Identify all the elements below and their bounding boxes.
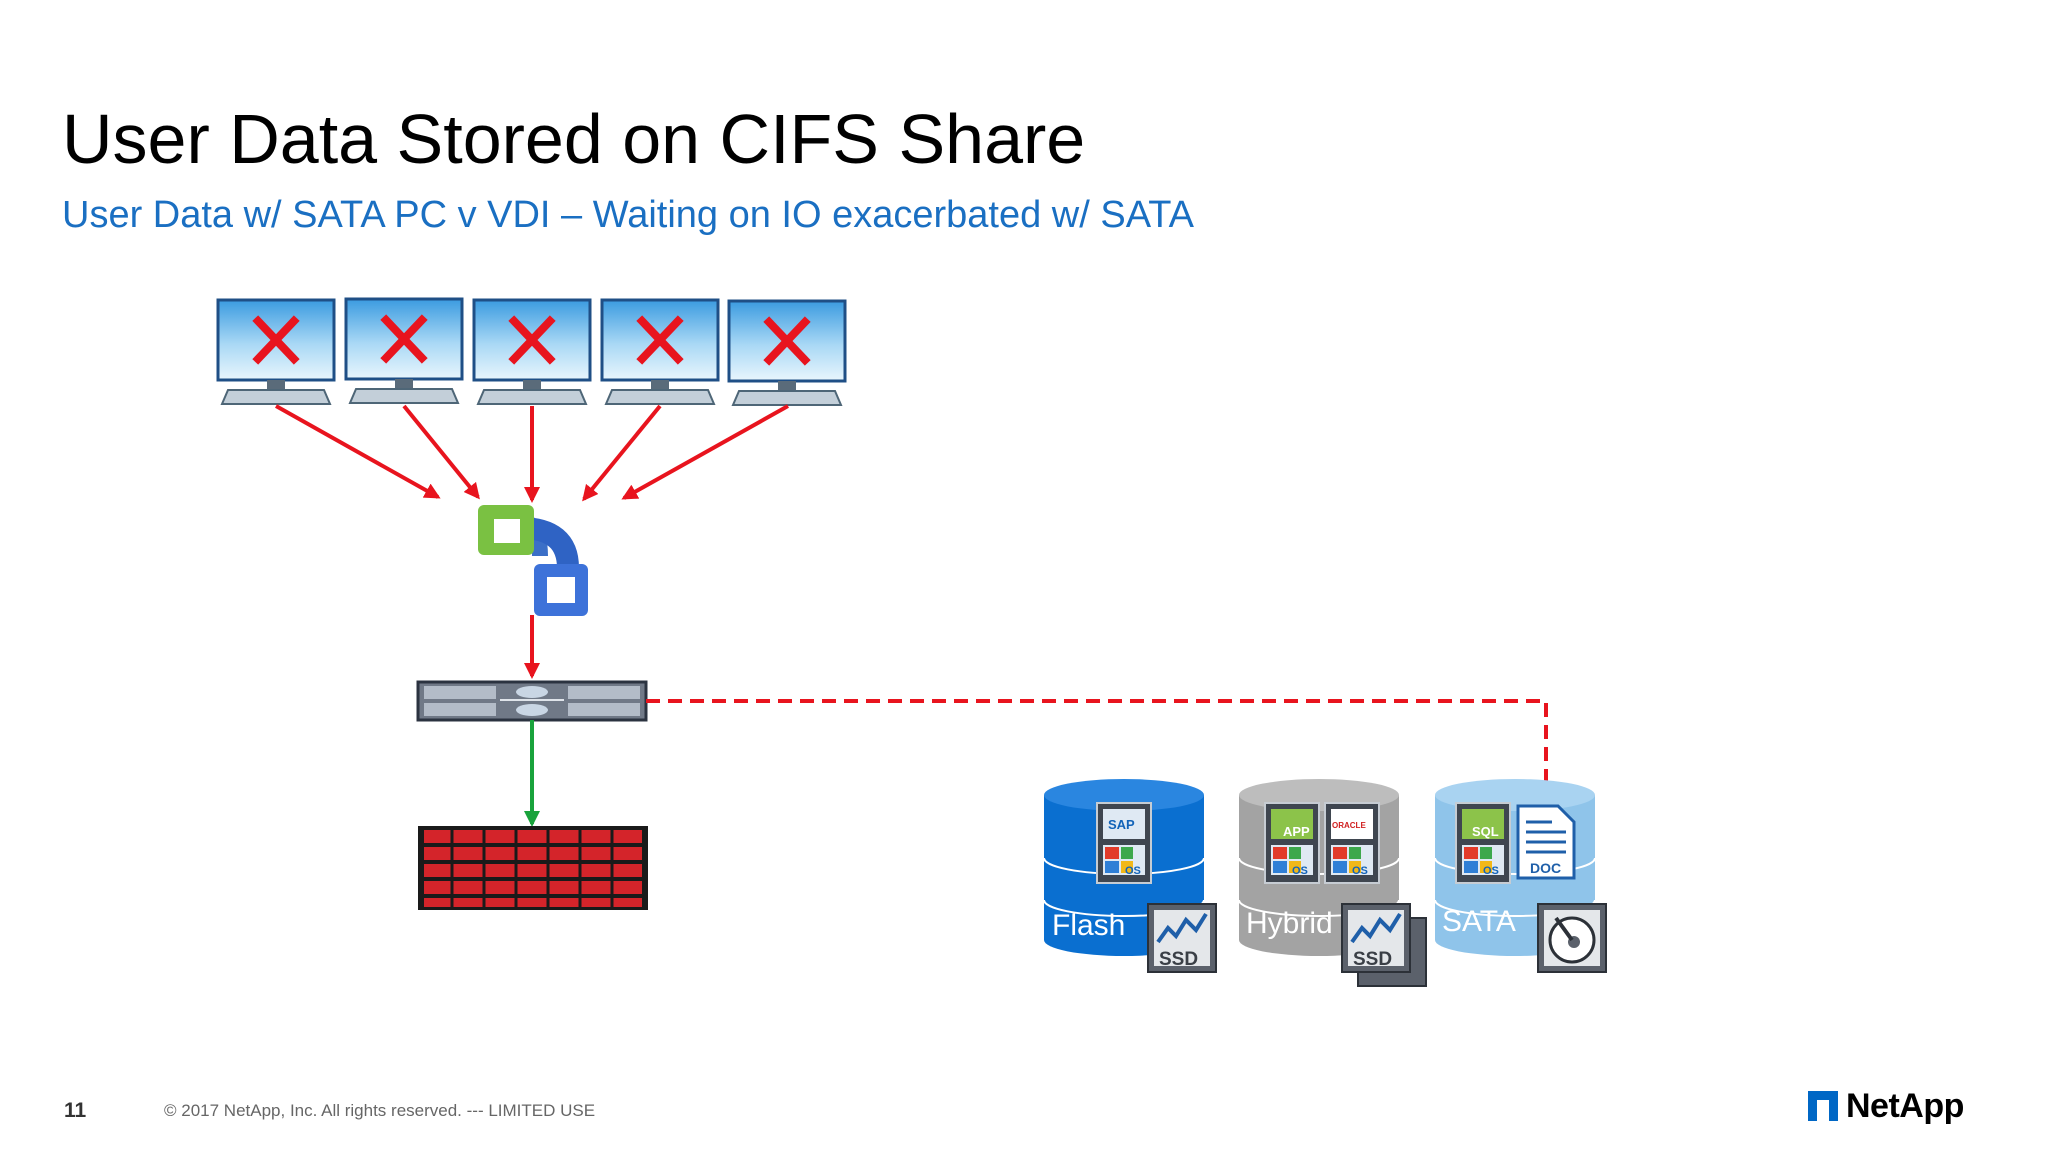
desktop-icon <box>216 298 336 405</box>
brand-logo: NetApp <box>1808 1086 1964 1126</box>
local-disk-array-icon <box>418 826 648 910</box>
vm-app-stack-icon <box>1455 802 1511 884</box>
ssd-media-label: SSD <box>1353 949 1392 970</box>
ssd-icon <box>1341 903 1427 987</box>
hard-disk-icon <box>1537 903 1607 973</box>
tier-app-label: SQL <box>1472 824 1499 839</box>
copyright-notice: © 2017 NetApp, Inc. All rights reserved.… <box>164 1101 596 1120</box>
hypervisor-logo-icon <box>478 505 588 616</box>
document-icon <box>1516 804 1576 880</box>
desktop-row <box>216 297 847 406</box>
tier-app-label: APP <box>1283 824 1310 839</box>
vm-app-stack-icon <box>1264 802 1380 884</box>
tier-os-label: OS <box>1483 865 1499 877</box>
storage-tier-hybrid: APP ORACLE OS OS Hybrid SSD <box>1238 779 1427 987</box>
slide-title: User Data Stored on CIFS Share <box>62 100 1086 178</box>
error-x-icon <box>636 315 684 365</box>
page-number: 11 <box>64 1099 87 1122</box>
error-x-icon <box>763 316 811 366</box>
tier-app-label: SAP <box>1108 817 1135 832</box>
tier-label-flash: Flash <box>1052 909 1125 942</box>
desktop-icon <box>472 298 592 405</box>
storage-tier-sata: SQL OS DOC SATA <box>1434 779 1607 973</box>
tier-os-label: OS <box>1125 865 1141 877</box>
tier-label-hybrid: Hybrid <box>1246 907 1333 940</box>
tier-label-sata: SATA <box>1442 905 1516 938</box>
desktop-icon <box>727 299 847 406</box>
tier-os-label: OS <box>1292 865 1308 877</box>
error-x-icon <box>380 314 428 364</box>
desktop-icon <box>600 298 720 405</box>
storage-tier-flash: SAP OS Flash SSD <box>1043 779 1217 973</box>
tier-os-label: OS <box>1352 865 1368 877</box>
desktop-icon <box>344 297 464 404</box>
netapp-logo-icon <box>1808 1091 1838 1121</box>
error-x-icon <box>508 315 556 365</box>
error-x-icon <box>252 315 300 365</box>
tier-app-label: ORACLE <box>1332 821 1366 830</box>
ssd-media-label: SSD <box>1159 949 1198 970</box>
network-switch-icon <box>416 680 648 722</box>
tier-doc-label: DOC <box>1530 860 1561 876</box>
desktop-io-arrows <box>275 404 789 503</box>
brand-name: NetApp <box>1846 1086 1964 1125</box>
cifs-io-dashed-arrow <box>646 699 1554 801</box>
slide-subtitle: User Data w/ SATA PC v VDI – Waiting on … <box>62 194 1194 236</box>
ssd-icon <box>1147 903 1217 973</box>
vm-app-stack-icon <box>1096 802 1152 884</box>
